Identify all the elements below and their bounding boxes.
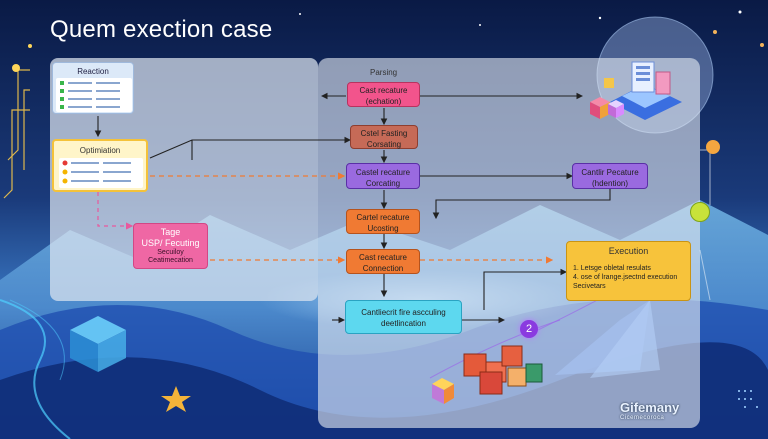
node-cantlir-pecature[interactable]: Cantlir Pecature (hdention) xyxy=(572,163,648,189)
execution-card[interactable]: Execution 1. Letsge obletal resulats 4. … xyxy=(566,241,691,301)
watermark-line2: Cicemecoroca xyxy=(620,415,665,421)
optimization-card[interactable]: Optimiation xyxy=(52,139,148,192)
checklist-icon xyxy=(59,158,143,188)
node-line: Cstel Fasting xyxy=(360,129,408,138)
node-line: Connection xyxy=(362,264,404,273)
badge-icon: 2 xyxy=(520,320,538,338)
node-line: Cast recature xyxy=(359,86,408,95)
cube-icon xyxy=(590,97,624,119)
execution-line1: 1. Letsge obletal resulats xyxy=(573,265,651,272)
node-line: (echation) xyxy=(365,97,402,106)
node-cartel-recature[interactable]: Cartel recature Ucosting xyxy=(346,209,420,234)
node-line: Ucosting xyxy=(367,224,399,233)
stage-line3: Secuiloy xyxy=(157,249,184,256)
checklist-icon xyxy=(56,78,132,112)
stage-line1: Tage xyxy=(160,227,181,237)
server-icon xyxy=(604,61,682,120)
optimization-label: Optimiation xyxy=(79,146,121,155)
page-title: Quem exection case xyxy=(50,16,273,43)
execution-line3: Secivetars xyxy=(573,283,606,290)
node-cast-recature-connection[interactable]: Cast recature Connection xyxy=(346,249,420,274)
share-icon xyxy=(706,140,720,154)
node-castel-recature[interactable]: Castel recature Corcating xyxy=(346,163,420,189)
cube-icon xyxy=(432,345,543,404)
badge-number: 2 xyxy=(525,323,533,335)
node-cast-recature-echation[interactable]: Cast recature (echation) xyxy=(347,82,420,107)
stage-card[interactable]: Tage USP/ Fecuting Secuiloy Ceatimecatio… xyxy=(133,223,208,269)
parsing-label: Parsing xyxy=(370,68,398,77)
reaction-label: Reaction xyxy=(77,67,109,76)
node-line: Castel recature xyxy=(355,168,411,177)
node-line: Corsating xyxy=(366,140,402,149)
node-line: (hdention) xyxy=(591,179,629,188)
reaction-card[interactable]: Reaction xyxy=(52,62,134,114)
node-line: Cantlir Pecature xyxy=(581,168,639,177)
check-icon xyxy=(690,202,710,222)
star-icon xyxy=(161,386,191,412)
stage-line2: USP/ Fecuting xyxy=(141,238,200,248)
node-line: Cartel recature xyxy=(356,213,410,222)
node-line: Cantliecrit fire ascculing xyxy=(361,308,446,317)
node-line: Corcating xyxy=(365,179,401,188)
execution-line2: 4. ose of lrange.jsectnd execution xyxy=(573,274,678,281)
watermark: Gifemany Cicemecoroca xyxy=(620,400,679,421)
node-line: deetlincation xyxy=(381,319,426,328)
watermark-line1: Gifemany xyxy=(620,400,680,415)
node-line: Cast recature xyxy=(358,253,408,262)
node-cstel-fasting[interactable]: Cstel Fasting Corsating xyxy=(350,125,418,149)
execution-title: Execution xyxy=(608,246,649,256)
stage-line4: Ceatimecation xyxy=(148,257,193,264)
node-cantliecrit-fire[interactable]: Cantliecrit fire ascculing deetlincation xyxy=(345,300,462,334)
